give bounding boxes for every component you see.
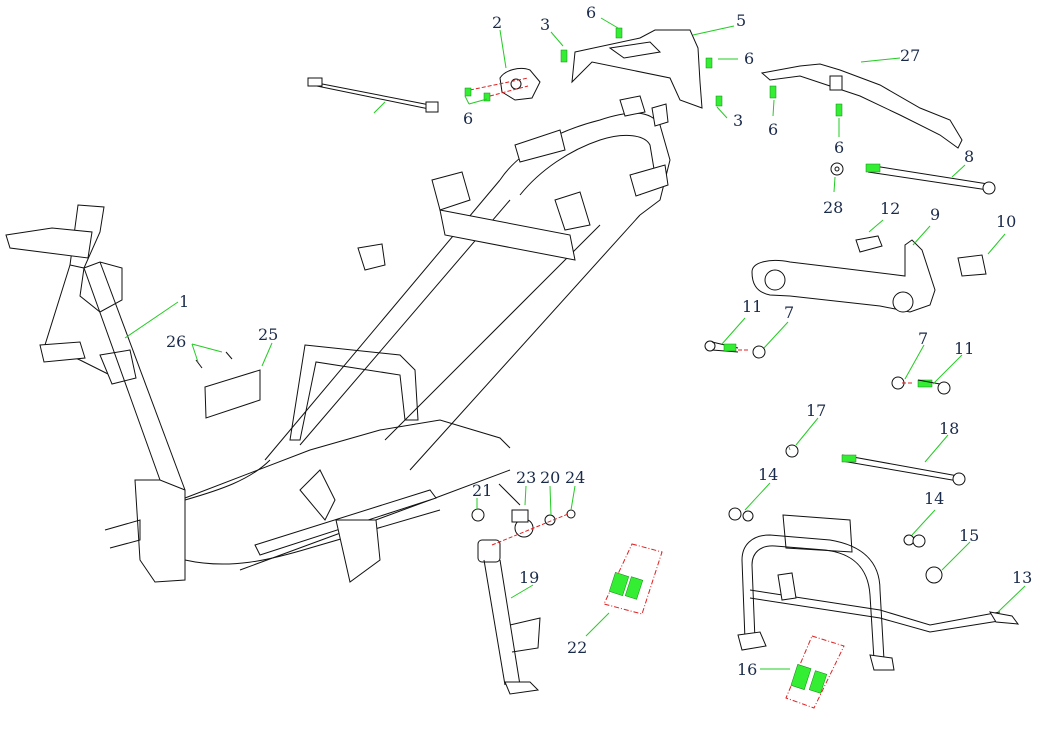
label-10: 10 xyxy=(996,212,1016,231)
label-23: 23 xyxy=(516,468,536,487)
label-13: 13 xyxy=(1012,568,1032,587)
part-15-rubber xyxy=(925,566,943,584)
label-28: 28 xyxy=(823,198,843,217)
label-7-upper: 7 xyxy=(784,303,794,322)
label-26: 26 xyxy=(166,332,186,351)
label-11-upper: 11 xyxy=(742,297,762,316)
part-28-nut xyxy=(830,162,844,176)
part-5-bracket xyxy=(571,29,703,109)
part-21-nut xyxy=(471,508,485,522)
label-9: 9 xyxy=(930,205,940,224)
label-11-lower: 11 xyxy=(954,339,974,358)
label-14-right: 14 xyxy=(924,489,944,508)
part-24-nut xyxy=(566,509,576,519)
label-6-bar-left: 6 xyxy=(768,120,778,139)
label-3-right: 3 xyxy=(733,111,743,130)
label-6-lock: 6 xyxy=(463,109,473,128)
label-16: 16 xyxy=(737,660,757,679)
label-20: 20 xyxy=(540,468,560,487)
label-22: 22 xyxy=(567,638,587,657)
cable xyxy=(307,77,439,113)
part-9-engine-hanger xyxy=(751,239,936,313)
label-15: 15 xyxy=(959,526,979,545)
part-13-main-stand xyxy=(737,514,1020,671)
part-7-nut-upper xyxy=(752,345,766,359)
label-6-top: 6 xyxy=(586,3,596,22)
part-12-stopper xyxy=(855,235,883,253)
bolts-part-6-and-3 xyxy=(464,27,843,117)
part-labels: 1 2 3 3 5 6 6 6 6 6 7 7 8 9 10 11 11 12 … xyxy=(166,3,1032,679)
part-18-shaft-bolt xyxy=(841,454,966,486)
label-8: 8 xyxy=(964,147,974,166)
label-18: 18 xyxy=(939,419,959,438)
part-22-springs xyxy=(603,543,663,615)
part-23-switch xyxy=(498,483,534,538)
label-27: 27 xyxy=(900,46,920,65)
part-26-rivet-a xyxy=(195,359,203,369)
part-14-bushing-left xyxy=(728,507,754,522)
part-20-bolt xyxy=(544,514,556,526)
label-3-top: 3 xyxy=(540,15,550,34)
label-6-bar-right: 6 xyxy=(834,138,844,157)
part-25-plate xyxy=(204,369,261,419)
label-7-lower: 7 xyxy=(918,329,928,348)
part-8-bolt xyxy=(865,163,996,195)
label-6-bracket: 6 xyxy=(744,49,754,68)
label-21: 21 xyxy=(472,481,492,500)
leader-lines xyxy=(124,17,1026,670)
label-2: 2 xyxy=(492,13,502,32)
part-11-bolt-lower xyxy=(902,379,951,395)
part-11-bolt-upper xyxy=(704,340,748,353)
part-27-rear-grab-bar xyxy=(760,63,963,149)
part-16-springs xyxy=(785,635,845,709)
part-14-bushing-right xyxy=(903,534,926,548)
part-19-side-stand xyxy=(477,539,541,695)
label-5: 5 xyxy=(736,11,746,30)
part-2-lock-bracket xyxy=(469,67,541,101)
part-26-rivet-b xyxy=(225,351,233,360)
label-17: 17 xyxy=(806,401,826,420)
part-10-bushing xyxy=(957,254,987,277)
part-17-collar xyxy=(785,444,799,458)
label-25: 25 xyxy=(258,325,278,344)
label-1: 1 xyxy=(179,292,189,311)
label-19: 19 xyxy=(519,568,539,587)
label-12: 12 xyxy=(880,199,900,218)
label-14-left: 14 xyxy=(758,465,778,484)
main-frame xyxy=(5,95,671,583)
label-24: 24 xyxy=(565,468,585,487)
